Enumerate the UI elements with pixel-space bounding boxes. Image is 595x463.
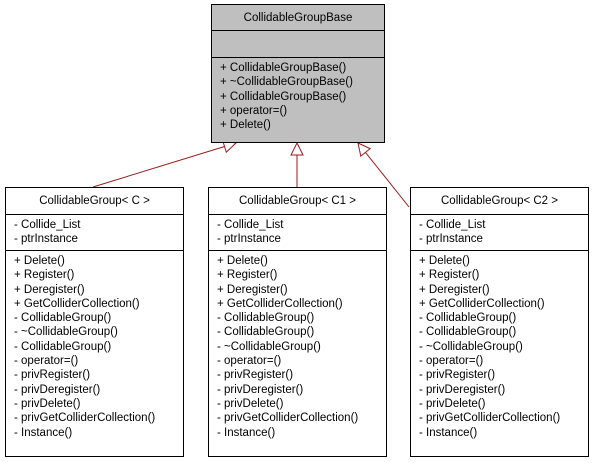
operation-item: + Deregister() xyxy=(419,283,490,296)
operation-item: - ~CollidableGroup() xyxy=(14,326,118,339)
class-title: CollidableGroup< C > xyxy=(6,188,183,215)
operation-item: - privDeregister() xyxy=(14,383,101,396)
operation-item: - operator=() xyxy=(217,355,282,368)
inheritance-arrowhead xyxy=(290,141,304,156)
class-title: CollidableGroupBase xyxy=(212,5,384,31)
inheritance-arrowhead xyxy=(357,142,372,158)
attribute-item: - Collide_List xyxy=(217,219,284,231)
attributes-section: - Collide_List - ptrInstance xyxy=(411,215,588,251)
inheritance-edge-c xyxy=(92,146,225,188)
operation-item: - CollidableGroup() xyxy=(14,340,112,353)
operation-item: - Instance() xyxy=(217,426,276,439)
operation-item: + operator=() xyxy=(220,104,288,117)
operations-section: + Delete() + Register()+ Deregister()+ Ge… xyxy=(6,251,183,442)
operations-section: + CollidableGroupBase()+ ~CollidableGrou… xyxy=(212,58,384,134)
operation-item: + Delete() xyxy=(14,255,65,267)
operation-item: + ~CollidableGroupBase() xyxy=(220,76,353,89)
operation-item: - privDelete() xyxy=(14,397,81,410)
operation-item: + GetColliderCollection() xyxy=(217,297,343,310)
operation-item: - ~CollidableGroup() xyxy=(419,340,523,353)
operation-item: - CollidableGroup() xyxy=(419,312,517,325)
operation-item: - privRegister() xyxy=(14,369,91,382)
operation-item: - Instance() xyxy=(14,426,73,439)
class-box-collidablegroupbase: CollidableGroupBase + CollidableGroupBas… xyxy=(211,4,385,143)
operation-item: + Deregister() xyxy=(14,283,85,296)
operation-item: - CollidableGroup() xyxy=(217,326,315,339)
attribute-item: - Collide_List xyxy=(14,219,81,231)
class-title: CollidableGroup< C1 > xyxy=(209,188,386,215)
attributes-section: - Collide_List - ptrInstance xyxy=(209,215,386,251)
attribute-item: - Collide_List xyxy=(419,219,486,231)
operation-item: - Instance() xyxy=(419,426,478,439)
operation-item: - operator=() xyxy=(419,355,484,368)
attributes-section: - Collide_List - ptrInstance xyxy=(6,215,183,251)
class-title: CollidableGroup< C2 > xyxy=(411,188,588,215)
operations-section: + Delete() + Register()+ Deregister()+ Ge… xyxy=(411,251,588,442)
operation-item: + Register() xyxy=(419,269,480,282)
operation-item: - privDelete() xyxy=(419,397,486,410)
operation-item: - privRegister() xyxy=(419,369,496,382)
class-box-collidablegroup-c: CollidableGroup< C > - Collide_List - ptr… xyxy=(5,187,184,457)
operation-item: + Register() xyxy=(14,269,75,282)
operation-item: - ~CollidableGroup() xyxy=(217,340,321,353)
attribute-item: - ptrInstance xyxy=(217,233,281,246)
operation-item: - privGetColliderCollection() xyxy=(217,412,359,425)
inheritance-edge-c2 xyxy=(365,152,410,208)
attribute-item: - ptrInstance xyxy=(419,233,483,246)
attributes-section xyxy=(212,31,384,58)
operation-item: + Delete() xyxy=(217,255,268,267)
operation-item: + GetColliderCollection() xyxy=(419,297,545,310)
operation-item: - privDelete() xyxy=(217,397,284,410)
operation-item: - privGetColliderCollection() xyxy=(419,412,561,425)
operation-item: - privRegister() xyxy=(217,369,294,382)
class-box-collidablegroup-c1: CollidableGroup< C1 > - Collide_List - pt… xyxy=(208,187,387,457)
operation-item: - CollidableGroup() xyxy=(14,312,112,325)
operation-item: - privGetColliderCollection() xyxy=(14,412,156,425)
operation-item: - operator=() xyxy=(14,355,79,368)
operation-item: + CollidableGroupBase() xyxy=(220,90,347,103)
operation-item: - CollidableGroup() xyxy=(419,326,517,339)
operation-item: + Delete() xyxy=(419,255,470,267)
operation-item: + Register() xyxy=(217,269,278,282)
operations-section: + Delete() + Register()+ Deregister()+ Ge… xyxy=(209,251,386,442)
operation-item: - privDeregister() xyxy=(217,383,304,396)
operation-item: + CollidableGroupBase() xyxy=(220,62,347,74)
attribute-item: - ptrInstance xyxy=(14,233,78,246)
operation-item: - privDeregister() xyxy=(419,383,506,396)
operation-item: - CollidableGroup() xyxy=(217,312,315,325)
operation-item: + GetColliderCollection() xyxy=(14,297,140,310)
class-box-collidablegroup-c2: CollidableGroup< C2 > - Collide_List - pt… xyxy=(410,187,589,457)
operation-item: + Deregister() xyxy=(217,283,288,296)
operation-item: + Delete() xyxy=(220,119,271,132)
